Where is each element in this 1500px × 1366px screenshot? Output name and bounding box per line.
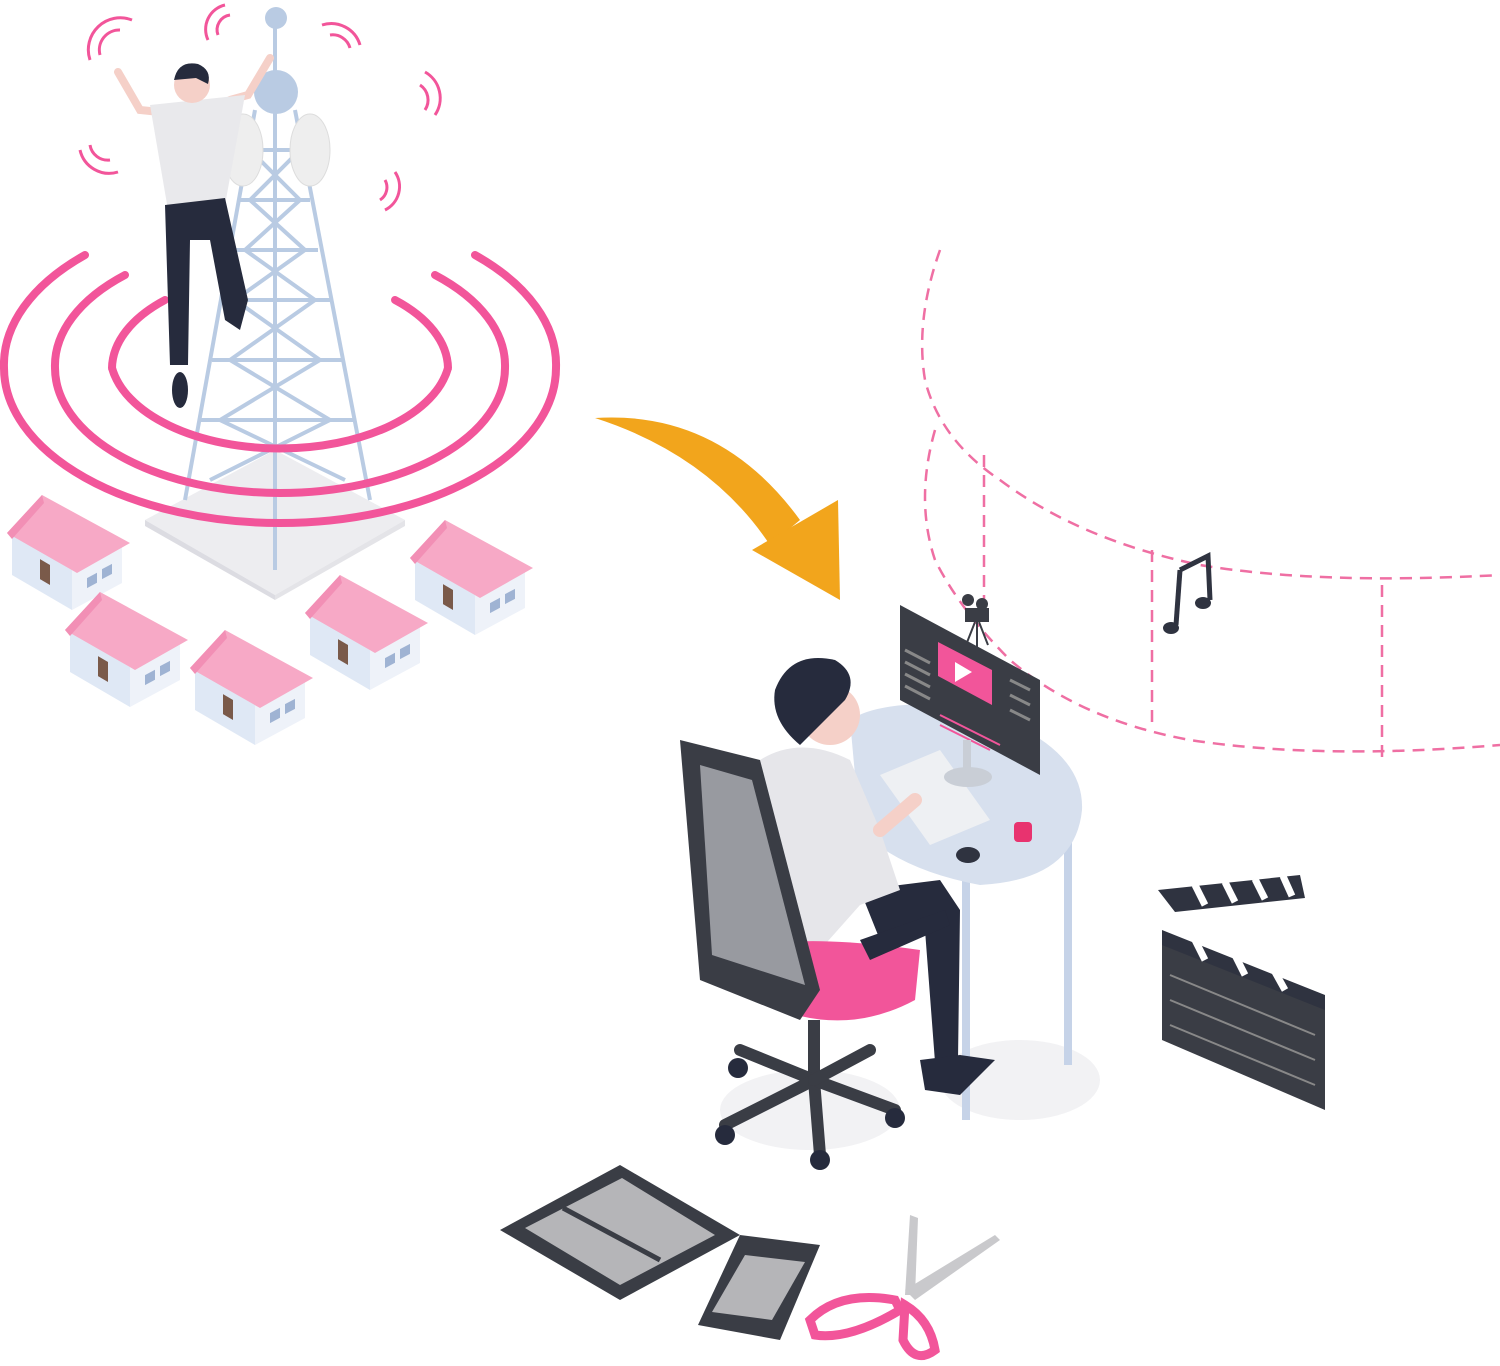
film-strip-icon — [500, 1165, 820, 1340]
dashed-outline — [920, 249, 1500, 760]
clapperboard-icon — [1158, 874, 1325, 1110]
house-4 — [305, 575, 428, 690]
music-note-icon — [1163, 552, 1213, 634]
person-on-tower — [114, 54, 274, 408]
signal-rings-back — [0, 251, 561, 372]
house-2 — [65, 592, 188, 707]
office-chair — [680, 740, 950, 1170]
antenna-ball — [254, 70, 298, 114]
signal-rings-front — [0, 366, 560, 527]
arrow-icon — [595, 417, 840, 600]
house-3 — [190, 630, 313, 745]
camera-icon — [962, 594, 989, 648]
monitor — [900, 605, 1040, 787]
play-icon — [955, 662, 972, 682]
house-1 — [7, 495, 130, 610]
signal-waves-small — [78, 3, 442, 212]
antenna-tip — [265, 7, 287, 29]
house-5 — [410, 520, 533, 635]
satellite-dish-right — [289, 113, 331, 187]
scissors-icon — [804, 1215, 1000, 1361]
